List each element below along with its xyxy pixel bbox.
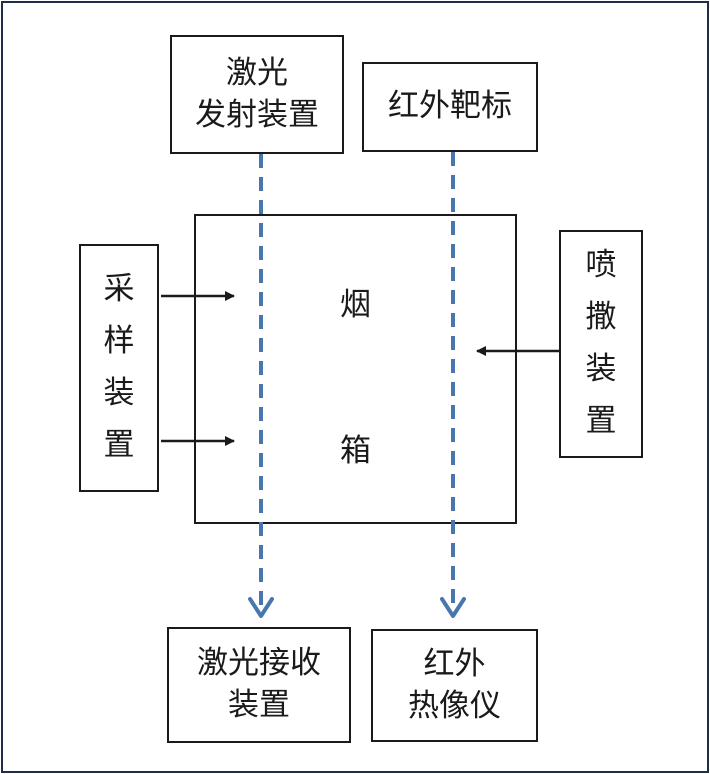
sampling-device-char-2: 样	[103, 323, 135, 360]
sampling-device-box: 采 样 装 置	[79, 244, 159, 492]
laser-emitter-line-2: 发射装置	[195, 96, 319, 133]
smoke-chamber	[194, 214, 517, 524]
infrared-imager-line-1: 红外	[423, 645, 486, 682]
laser-beam-arrowhead	[248, 597, 274, 618]
spray-device-char-4: 置	[585, 402, 617, 439]
smoke-chamber-label-bottom: 箱	[340, 433, 371, 469]
infrared-imager-box: 红外 热像仪	[371, 629, 538, 742]
sampling-device-char-1: 采	[103, 271, 135, 308]
infrared-target-box: 红外靶标	[362, 62, 538, 152]
laser-receiver-box: 激光接收 装置	[167, 627, 351, 743]
laser-receiver-line-2: 装置	[228, 687, 290, 723]
laser-emitter-box: 激光 发射装置	[170, 35, 344, 154]
smoke-chamber-label-top: 烟	[340, 287, 371, 323]
sampling-device-char-4: 置	[103, 426, 135, 463]
laser-emitter-line-1: 激光	[226, 54, 288, 91]
infrared-imager-line-2: 热像仪	[408, 687, 501, 724]
spray-device-char-1: 喷	[585, 247, 617, 284]
spray-device-char-3: 装	[585, 351, 617, 387]
spray-device-char-2: 撒	[585, 299, 617, 336]
sampling-device-char-3: 装	[103, 375, 135, 411]
infrared-target-label: 红外靶标	[388, 88, 512, 125]
infrared-beam-arrowhead	[440, 597, 466, 618]
spray-device-box: 喷 撒 装 置	[559, 230, 643, 458]
laser-receiver-line-1: 激光接收	[197, 645, 321, 682]
